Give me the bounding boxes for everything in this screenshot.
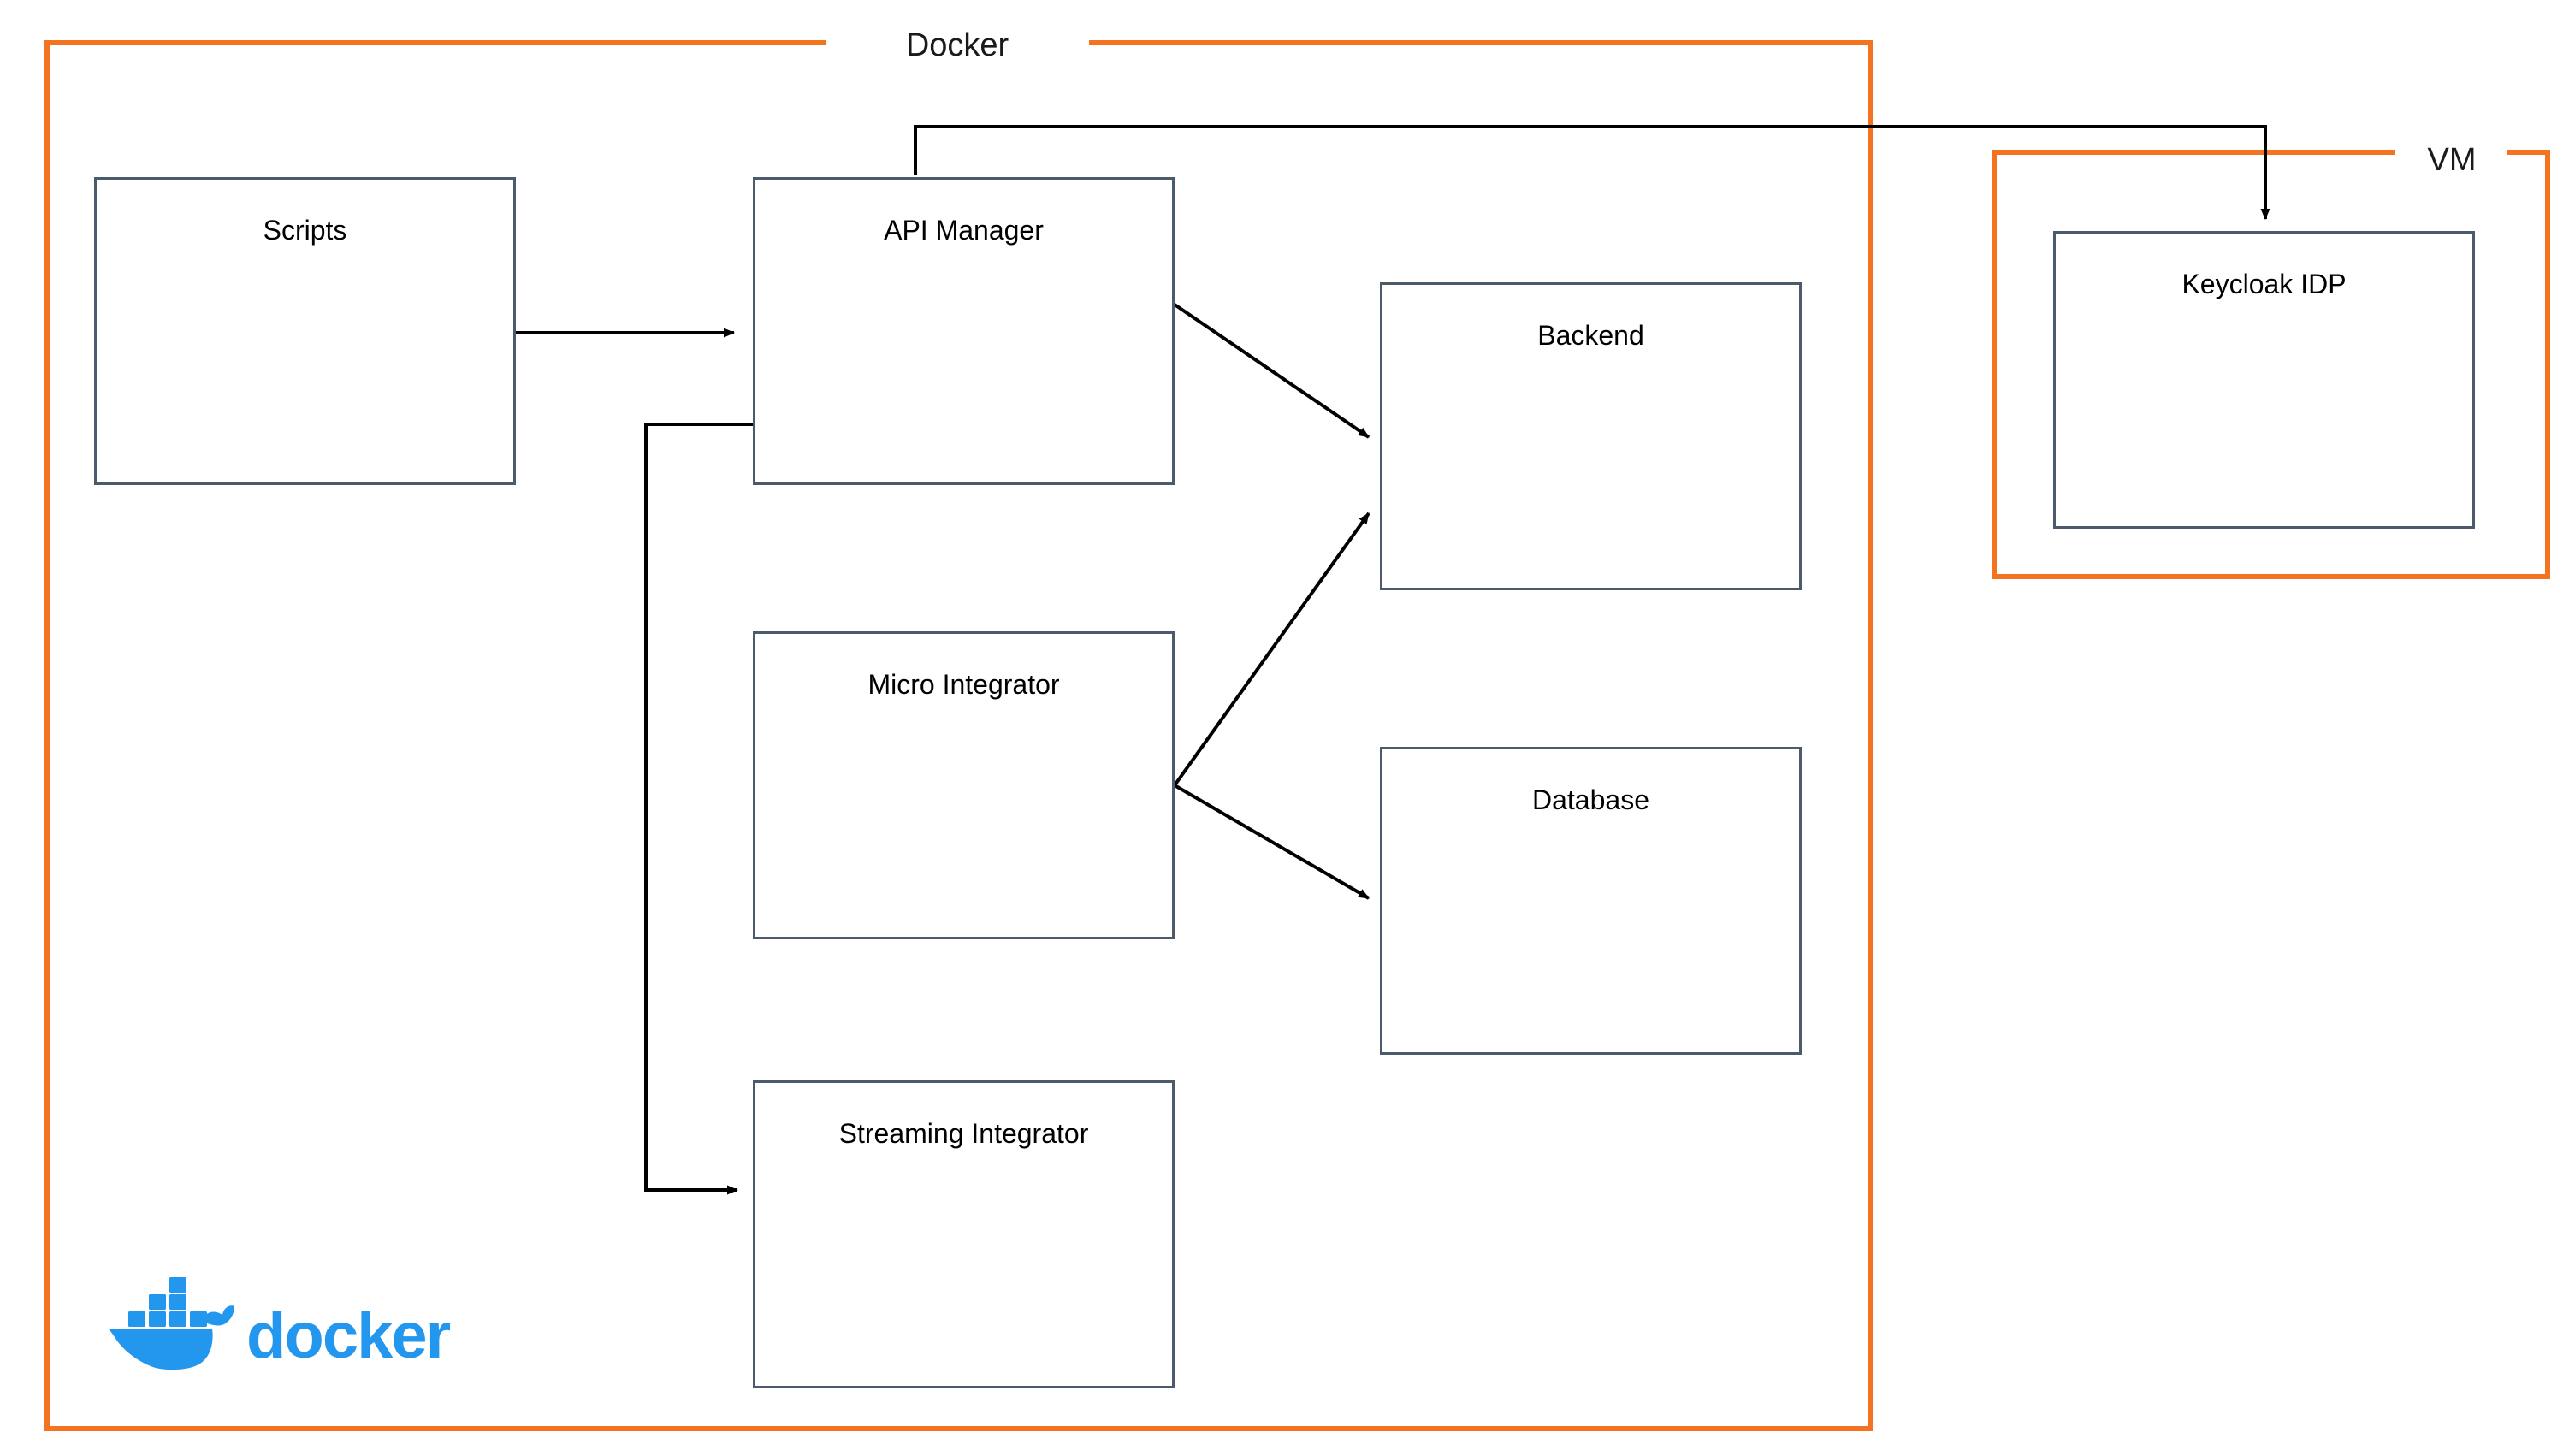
node-label-api-manager: API Manager — [884, 215, 1044, 246]
group-label-docker: Docker — [890, 29, 1025, 62]
node-keycloak-idp[interactable]: Keycloak IDP — [2053, 231, 2475, 529]
docker-logo: docker — [108, 1277, 453, 1372]
connector-api-manager-to-keycloak-idp — [914, 125, 2270, 220]
connectors — [516, 125, 2270, 1195]
node-database[interactable]: Database — [1380, 747, 1802, 1055]
connector-api-manager-to-backend — [1173, 303, 1370, 439]
node-streaming-integrator[interactable]: Streaming Integrator — [753, 1080, 1175, 1388]
node-label-database: Database — [1532, 784, 1649, 815]
connector-micro-integrator-to-database — [1173, 784, 1370, 900]
node-label-streaming-integrator: Streaming Integrator — [838, 1118, 1089, 1149]
node-scripts[interactable]: Scripts — [94, 177, 516, 485]
node-micro-integrator[interactable]: Micro Integrator — [753, 631, 1175, 939]
node-api-manager[interactable]: API Manager — [753, 177, 1175, 485]
node-backend[interactable]: Backend — [1380, 282, 1802, 590]
docker-wordmark: docker — [246, 1299, 451, 1372]
group-frame-vm — [1992, 150, 2550, 579]
node-label-backend: Backend — [1537, 320, 1644, 351]
node-label-keycloak-idp: Keycloak IDP — [2181, 269, 2347, 299]
group-label-vm: VM — [2412, 144, 2492, 176]
connector-micro-integrator-to-backend — [1173, 512, 1370, 787]
group-frame-docker — [44, 40, 1873, 1431]
node-label-micro-integrator: Micro Integrator — [867, 669, 1060, 700]
connector-api-manager-to-streaming-integrator — [644, 423, 753, 1195]
node-label-scripts: Scripts — [263, 215, 347, 246]
